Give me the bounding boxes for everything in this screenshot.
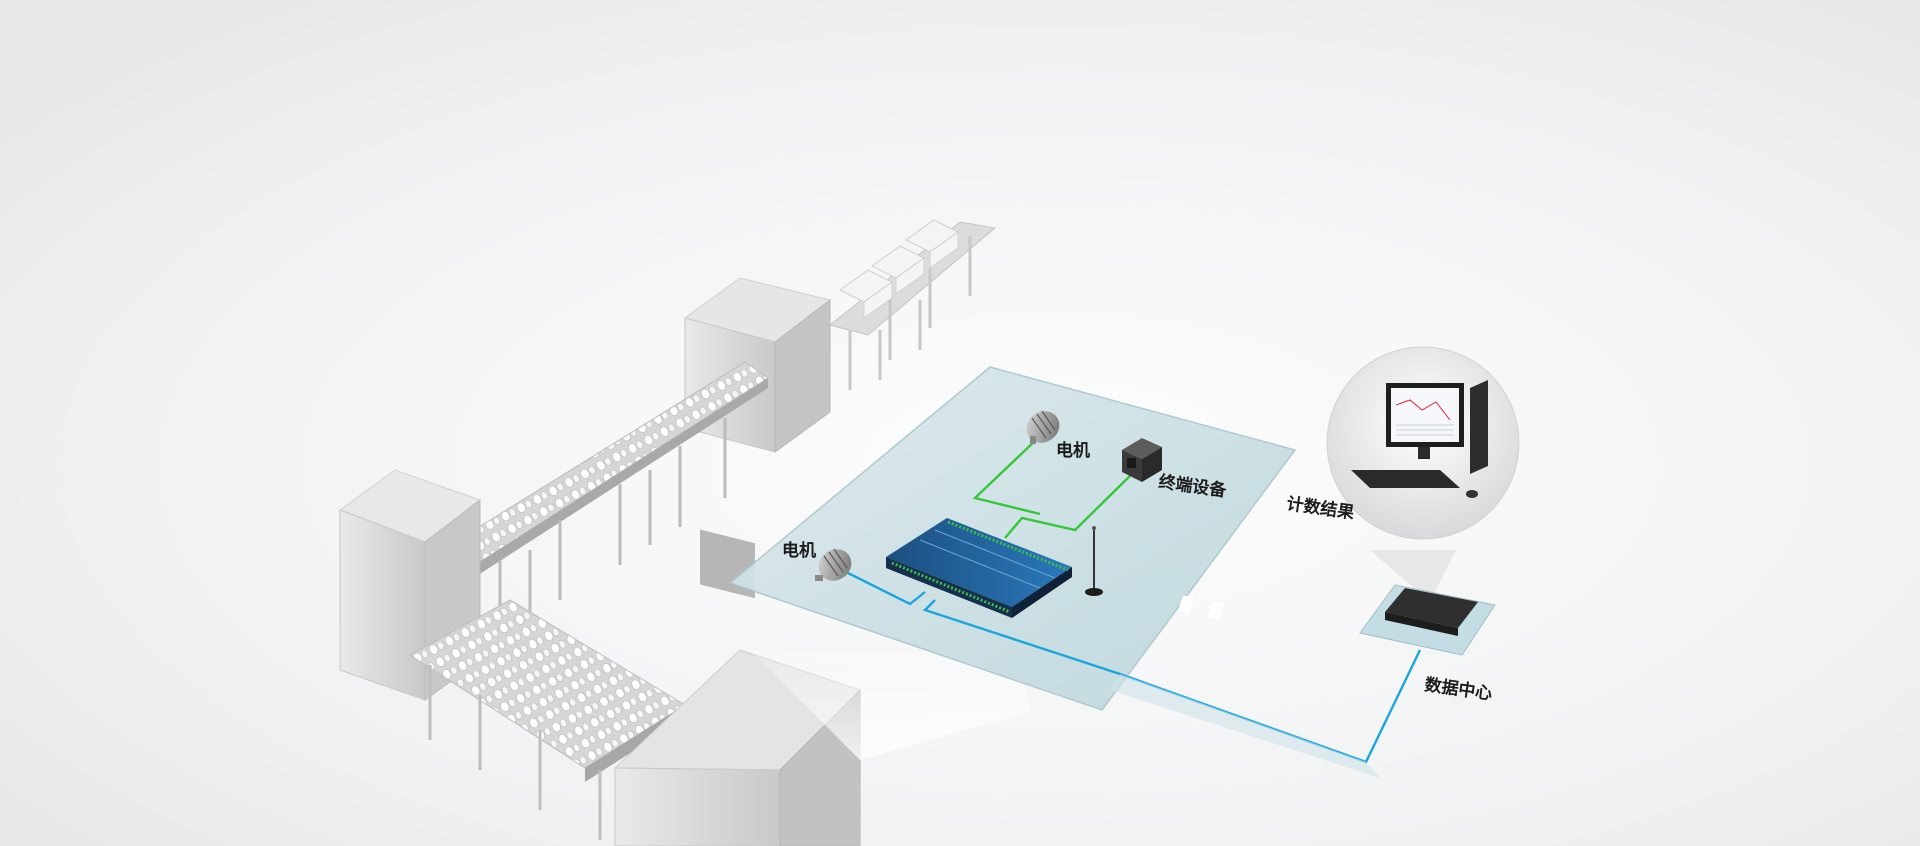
label-motor-left: 电机 — [782, 540, 816, 561]
antenna-icon — [1085, 526, 1103, 596]
production-line — [338, 219, 1030, 846]
motor-icon — [815, 548, 852, 581]
terminal-device-icon — [1122, 438, 1162, 482]
result-bubble — [1326, 346, 1520, 602]
link-terminal — [1004, 467, 1139, 539]
io-controller-icon — [886, 518, 1072, 618]
computer-icon — [1351, 380, 1488, 498]
label-motor-top: 电机 — [1056, 440, 1090, 461]
link-top-motor — [972, 439, 1041, 516]
link-left-motor — [837, 566, 926, 606]
motor-icon — [1026, 410, 1060, 444]
data-center-icon — [1177, 584, 1496, 656]
